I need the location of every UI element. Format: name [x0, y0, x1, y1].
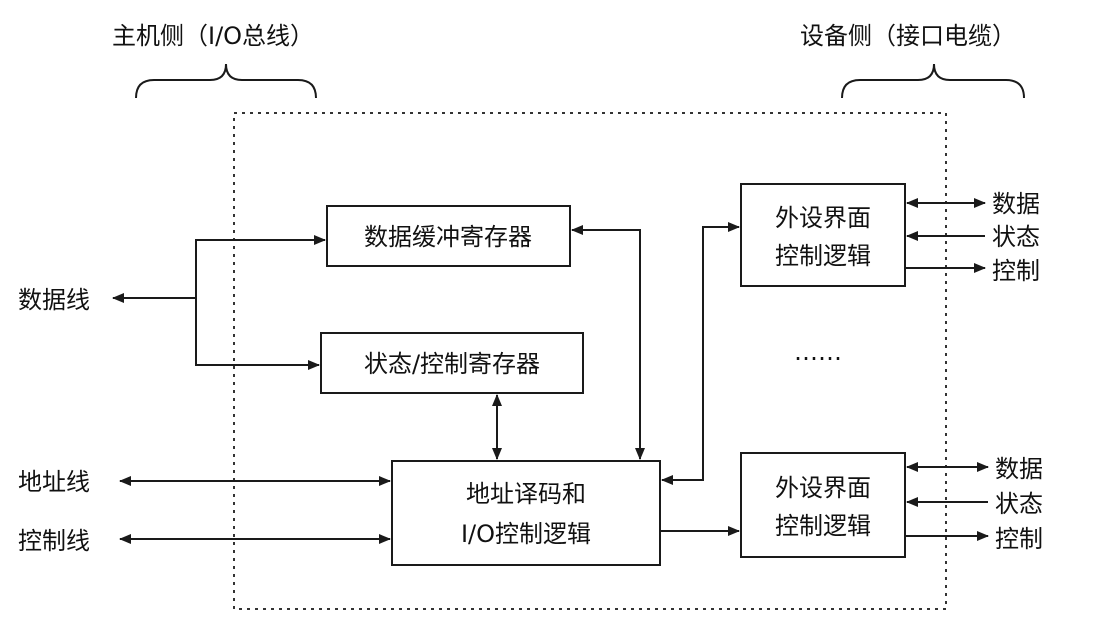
- host-side-header: 主机侧（I/O总线）: [112, 22, 314, 50]
- peripheral-bottom-label-line1: 外设界面: [775, 474, 871, 502]
- device-side-brace: [841, 63, 1025, 99]
- peripheral-control-logic-top: [740, 183, 906, 287]
- address-decode-label-line1: 地址译码和: [466, 480, 586, 508]
- interface-boundary: [233, 112, 947, 610]
- device-side-header: 设备侧（接口电缆）: [800, 22, 1016, 50]
- address-decode-label-line2: I/O控制逻辑: [461, 520, 591, 548]
- peripheral-control-logic-bottom: [740, 452, 906, 558]
- decode-to-peripheral-top-link: [661, 222, 740, 485]
- bottom-status-label: 状态: [995, 490, 1043, 518]
- ellipsis: ……: [794, 338, 842, 366]
- peripheral-bottom-label-line2: 控制逻辑: [775, 512, 871, 540]
- bottom-control-label: 控制: [995, 525, 1043, 553]
- data-bus-to-buffer: [195, 235, 326, 298]
- data-bus-to-status: [195, 298, 320, 370]
- address-line-label: 地址线: [18, 468, 90, 496]
- top-control-label: 控制: [992, 257, 1040, 285]
- control-line-label: 控制线: [18, 527, 90, 555]
- top-data-label: 数据: [992, 190, 1040, 218]
- data-buffer-register-label: 数据缓冲寄存器: [364, 223, 532, 251]
- address-decode-io-control: [391, 460, 661, 566]
- bottom-data-label: 数据: [995, 455, 1043, 483]
- buffer-to-decode-link: [571, 225, 645, 460]
- host-side-brace: [135, 63, 317, 99]
- top-status-label: 状态: [992, 223, 1040, 251]
- data-buffer-register: [326, 205, 571, 267]
- status-control-register-label: 状态/控制寄存器: [364, 350, 540, 378]
- data-line-label: 数据线: [18, 286, 90, 314]
- peripheral-top-label-line1: 外设界面: [775, 204, 871, 232]
- peripheral-top-label-line2: 控制逻辑: [775, 242, 871, 270]
- status-control-register: [320, 332, 584, 394]
